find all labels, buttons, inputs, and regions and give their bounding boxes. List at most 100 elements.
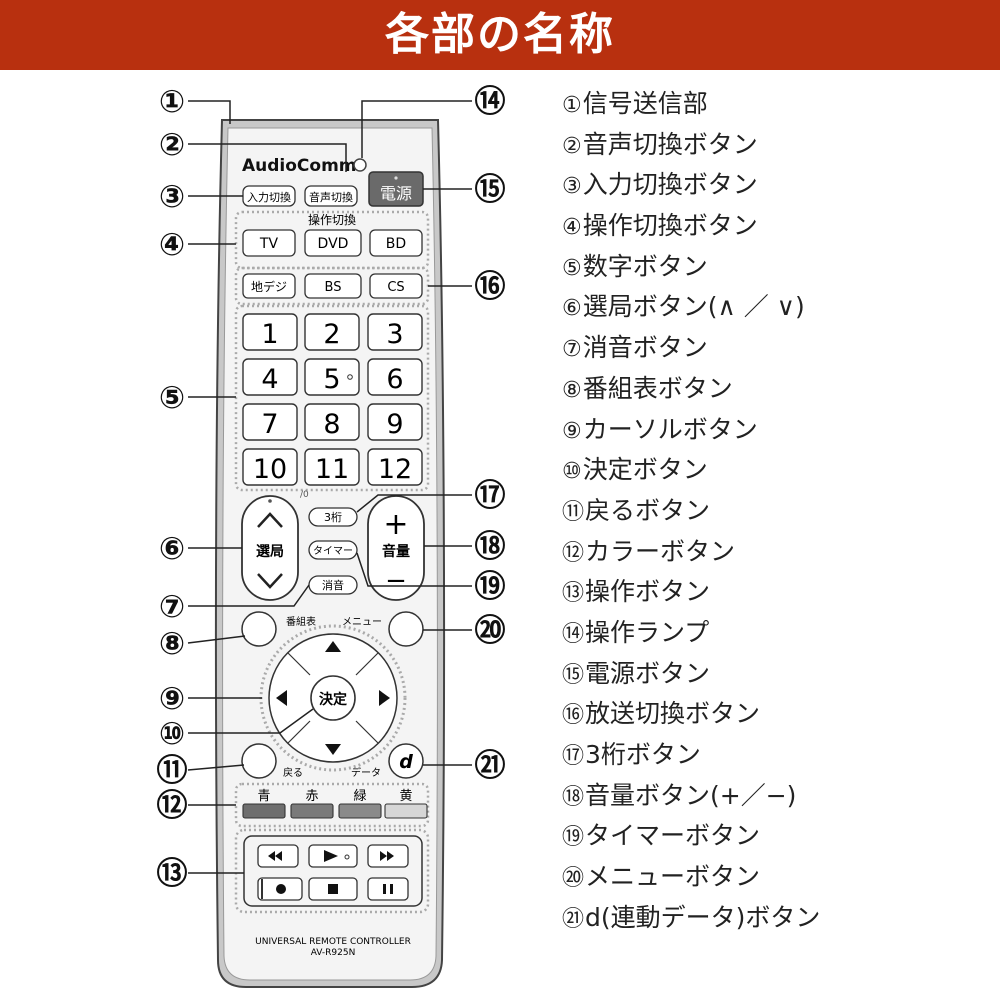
digit-button-2[interactable]: 2 bbox=[304, 313, 360, 351]
part-name: d(連動データ)ボタン bbox=[585, 902, 821, 932]
terrestrial-digital-button[interactable]: 地デジ bbox=[242, 273, 296, 299]
part-item: ⑥選局ボタン(∧ ／ ∨) bbox=[562, 287, 820, 328]
fast-forward-button[interactable] bbox=[367, 844, 409, 868]
part-item: ⑮電源ボタン bbox=[562, 654, 820, 695]
callout-number: ⑪ bbox=[157, 753, 188, 789]
part-item: ⑨カーソルボタン bbox=[562, 410, 820, 451]
digit-button-9[interactable]: 9 bbox=[367, 403, 423, 441]
digit-button-10[interactable]: 10 bbox=[242, 448, 298, 486]
digit-button-12[interactable]: 12 bbox=[367, 448, 423, 486]
color-label-yellow: 黄 bbox=[399, 789, 412, 804]
digit-button-4[interactable]: 4 bbox=[242, 358, 298, 396]
three-digit-button[interactable]: 3桁 bbox=[308, 507, 358, 527]
cursor-divider bbox=[287, 720, 311, 744]
digit-button-1[interactable]: 1 bbox=[242, 313, 298, 351]
color-button-red[interactable] bbox=[290, 803, 334, 819]
record-button[interactable] bbox=[257, 877, 303, 901]
part-number: ② bbox=[562, 133, 582, 159]
part-number: ⑧ bbox=[562, 377, 582, 403]
svg-text:TV: TV bbox=[259, 236, 279, 252]
bd-button[interactable]: BD bbox=[369, 229, 423, 257]
part-number: ⑰ bbox=[562, 744, 585, 769]
part-number: ① bbox=[562, 93, 582, 118]
color-label-blue: 青 bbox=[257, 789, 270, 804]
part-number: ⑦ bbox=[562, 337, 582, 363]
audio-switch-button[interactable]: 音声切換 bbox=[304, 185, 358, 207]
part-number: ⑩ bbox=[562, 459, 582, 485]
digit-button-3[interactable]: 3 bbox=[367, 313, 423, 351]
color-button-green[interactable] bbox=[338, 803, 382, 819]
part-name: 消音ボタン bbox=[582, 333, 708, 363]
header-banner bbox=[0, 0, 1000, 70]
part-name: 番組表ボタン bbox=[582, 373, 733, 403]
part-item: ⑤数字ボタン bbox=[562, 247, 820, 288]
volume-rocker[interactable]: + 音量 − bbox=[367, 495, 425, 601]
stop-icon bbox=[328, 884, 338, 894]
digit-button-6[interactable]: 6 bbox=[367, 358, 423, 396]
part-number: ⑯ bbox=[562, 703, 585, 729]
svg-text:8: 8 bbox=[323, 409, 340, 440]
timer-button[interactable]: タイマー bbox=[308, 540, 358, 560]
rewind-icon bbox=[268, 851, 282, 861]
part-item: ⑩決定ボタン bbox=[562, 450, 820, 491]
menu-label: メニュー bbox=[342, 617, 382, 628]
d-icon: d bbox=[399, 751, 413, 773]
part-name: 電源ボタン bbox=[585, 658, 711, 688]
part-item: ④操作切換ボタン bbox=[562, 206, 820, 247]
input-switch-button[interactable]: 入力切換 bbox=[242, 185, 296, 207]
cursor-left-icon[interactable] bbox=[276, 690, 287, 706]
digit-button-5[interactable]: 5 bbox=[304, 358, 360, 396]
part-item: ⑭操作ランプ bbox=[562, 613, 820, 654]
digit-button-7[interactable]: 7 bbox=[242, 403, 298, 441]
part-name: 選局ボタン(∧ ／ ∨) bbox=[582, 292, 805, 322]
part-name: カーソルボタン bbox=[582, 414, 758, 444]
svg-text:7: 7 bbox=[261, 409, 278, 440]
part-number: ⑱ bbox=[562, 784, 585, 810]
back-button[interactable] bbox=[241, 743, 277, 779]
cursor-right-icon[interactable] bbox=[379, 690, 390, 706]
volume-down-icon: − bbox=[385, 566, 407, 596]
channel-up-icon bbox=[257, 512, 283, 528]
svg-text:3: 3 bbox=[386, 319, 403, 350]
bs-button[interactable]: BS bbox=[304, 273, 362, 299]
play-icon bbox=[324, 850, 338, 862]
part-item: ②音声切換ボタン bbox=[562, 125, 820, 166]
part-name: カラーボタン bbox=[585, 536, 736, 566]
cursor-down-icon[interactable] bbox=[325, 744, 341, 755]
callout-number: ① bbox=[159, 84, 185, 120]
data-label: データ bbox=[351, 766, 381, 779]
color-button-blue[interactable] bbox=[242, 803, 286, 819]
dvd-button[interactable]: DVD bbox=[304, 229, 362, 257]
callout-number: ⑮ bbox=[475, 172, 506, 208]
svg-text:2: 2 bbox=[323, 319, 340, 350]
svg-text:12: 12 bbox=[378, 454, 412, 485]
channel-rocker[interactable]: 選局 bbox=[241, 495, 299, 601]
d-data-button[interactable]: d bbox=[388, 743, 424, 779]
back-label: 戻る bbox=[283, 766, 303, 779]
tv-button[interactable]: TV bbox=[242, 229, 296, 257]
callout-number: ⑲ bbox=[475, 569, 506, 605]
guide-button[interactable] bbox=[241, 611, 277, 647]
part-number: ④ bbox=[562, 215, 582, 241]
svg-text:5: 5 bbox=[323, 364, 340, 395]
callout-number: ③ bbox=[159, 179, 185, 215]
svg-text:4: 4 bbox=[261, 364, 278, 395]
color-button-yellow[interactable] bbox=[384, 803, 428, 819]
menu-button[interactable] bbox=[388, 611, 424, 647]
cs-button[interactable]: CS bbox=[369, 273, 423, 299]
part-number: ⑤ bbox=[562, 255, 582, 281]
enter-button[interactable]: 決定 bbox=[310, 675, 356, 721]
play-button[interactable] bbox=[308, 844, 358, 868]
rewind-button[interactable] bbox=[257, 844, 299, 868]
volume-up-icon: + bbox=[383, 507, 408, 542]
part-number: ⑭ bbox=[562, 621, 585, 647]
power-button[interactable]: 電源 bbox=[368, 171, 424, 207]
svg-text:音声切換: 音声切換 bbox=[309, 190, 353, 204]
mute-button[interactable]: 消音 bbox=[308, 575, 358, 595]
pause-button[interactable] bbox=[367, 877, 409, 901]
cursor-up-icon[interactable] bbox=[325, 641, 341, 652]
digit-button-11[interactable]: 11 bbox=[304, 448, 360, 486]
digit-button-8[interactable]: 8 bbox=[304, 403, 360, 441]
callout-number: ⑱ bbox=[475, 529, 506, 565]
stop-button[interactable] bbox=[308, 877, 358, 901]
